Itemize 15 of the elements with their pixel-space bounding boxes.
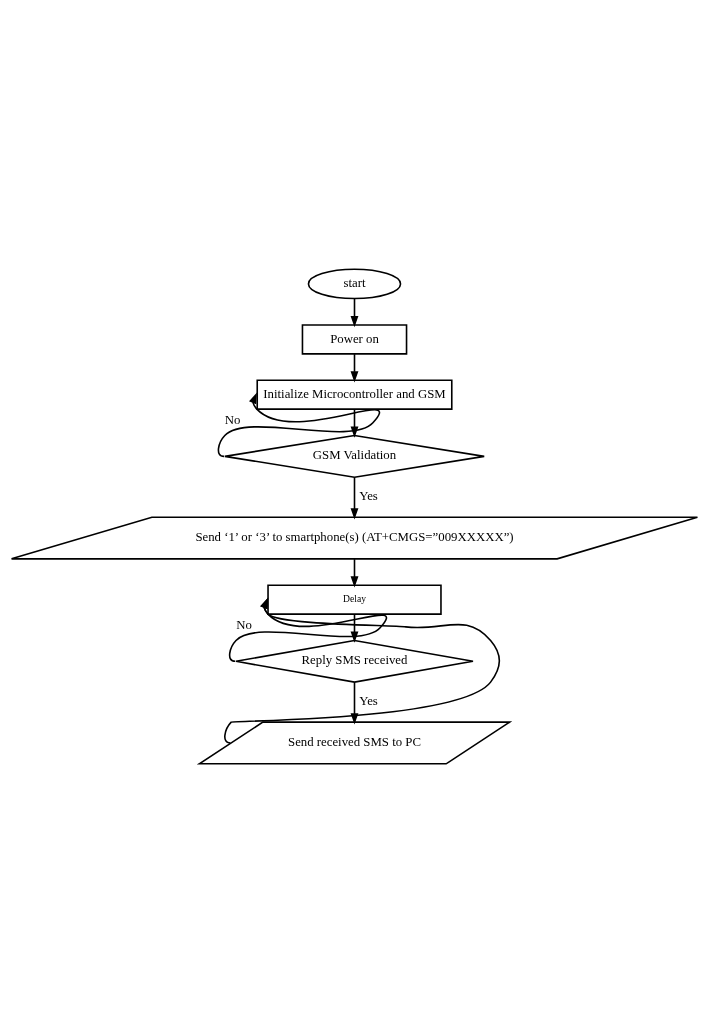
node-box: Initialize Microcontroller and GSM xyxy=(256,379,453,410)
edge-label: No xyxy=(224,412,241,427)
node-box: Power on xyxy=(301,323,408,355)
arrow xyxy=(350,476,359,519)
arrow xyxy=(217,391,380,457)
edge-label: Yes xyxy=(359,488,378,503)
edge-label: Yes xyxy=(359,693,378,708)
edge-label: No xyxy=(236,617,252,632)
arrow xyxy=(224,596,501,744)
node-diamond: GSM Validation xyxy=(224,434,485,478)
node-ellipse: start xyxy=(307,268,402,299)
node-box: Delay xyxy=(267,583,442,615)
node-diamond: Reply SMS received xyxy=(235,639,474,683)
arrow xyxy=(228,596,387,662)
arrow xyxy=(350,681,359,724)
